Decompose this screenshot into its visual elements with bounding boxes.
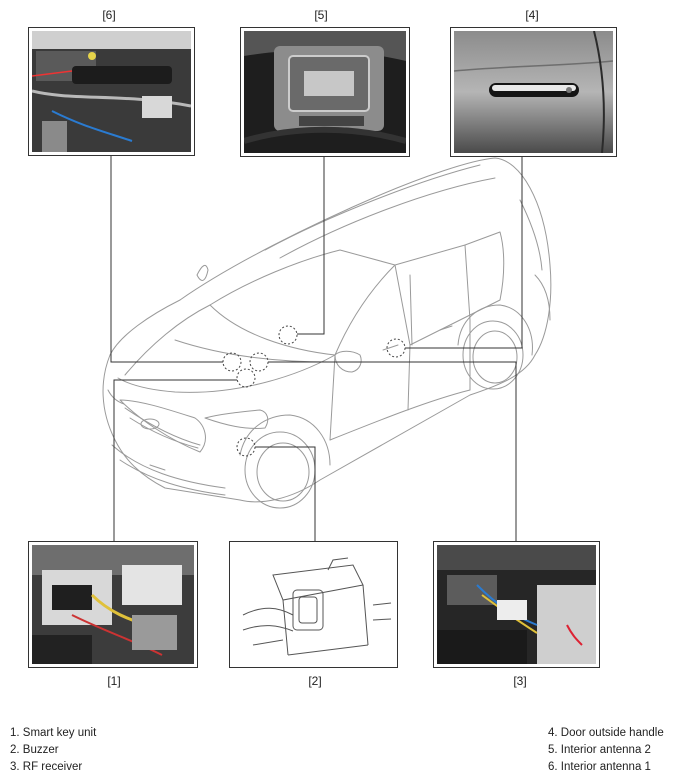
car-illustration <box>102 157 552 509</box>
legend-left: 1. Smart key unit 2. Buzzer 3. RF receiv… <box>10 725 96 776</box>
callout-line-2 <box>255 446 316 541</box>
callout-line-6 <box>110 156 223 363</box>
photo-interior-antenna-2 <box>240 27 410 157</box>
marker-interior-antenna-2 <box>278 325 298 345</box>
marker-interior-antenna-1 <box>222 352 242 372</box>
marker-smart-key-unit <box>236 368 256 388</box>
callout-line-5 <box>297 157 325 335</box>
photo-interior-antenna-1 <box>28 27 195 156</box>
photo-rf-receiver <box>433 541 600 668</box>
legend-item-6: 6. Interior antenna 1 <box>548 761 651 773</box>
legend-item-5: 5. Interior antenna 2 <box>548 744 651 756</box>
legend-item-4: 4. Door outside handle <box>548 727 664 739</box>
panel-label-1: [1] <box>107 674 121 688</box>
drawing-buzzer <box>229 541 398 668</box>
panel-label-5: [5] <box>314 8 328 22</box>
panel-label-3: [3] <box>513 674 527 688</box>
marker-rf-receiver <box>249 352 269 372</box>
callout-line-4 <box>405 157 523 349</box>
legend-item-3: 3. RF receiver <box>10 761 83 773</box>
callout-line-1 <box>113 379 237 541</box>
legend-right: 4. Door outside handle 5. Interior anten… <box>548 725 664 776</box>
panel-label-6: [6] <box>102 8 116 22</box>
callout-lines <box>110 156 523 541</box>
location-diagram <box>102 156 552 541</box>
callout-line-3 <box>268 361 517 541</box>
photo-smart-key-unit <box>28 541 198 668</box>
panel-label-4: [4] <box>525 8 539 22</box>
legend-item-1: 1. Smart key unit <box>10 727 97 739</box>
panel-label-2: [2] <box>308 674 322 688</box>
photo-door-outside-handle <box>450 27 617 157</box>
location-markers <box>222 325 406 457</box>
legend-item-2: 2. Buzzer <box>10 744 59 756</box>
